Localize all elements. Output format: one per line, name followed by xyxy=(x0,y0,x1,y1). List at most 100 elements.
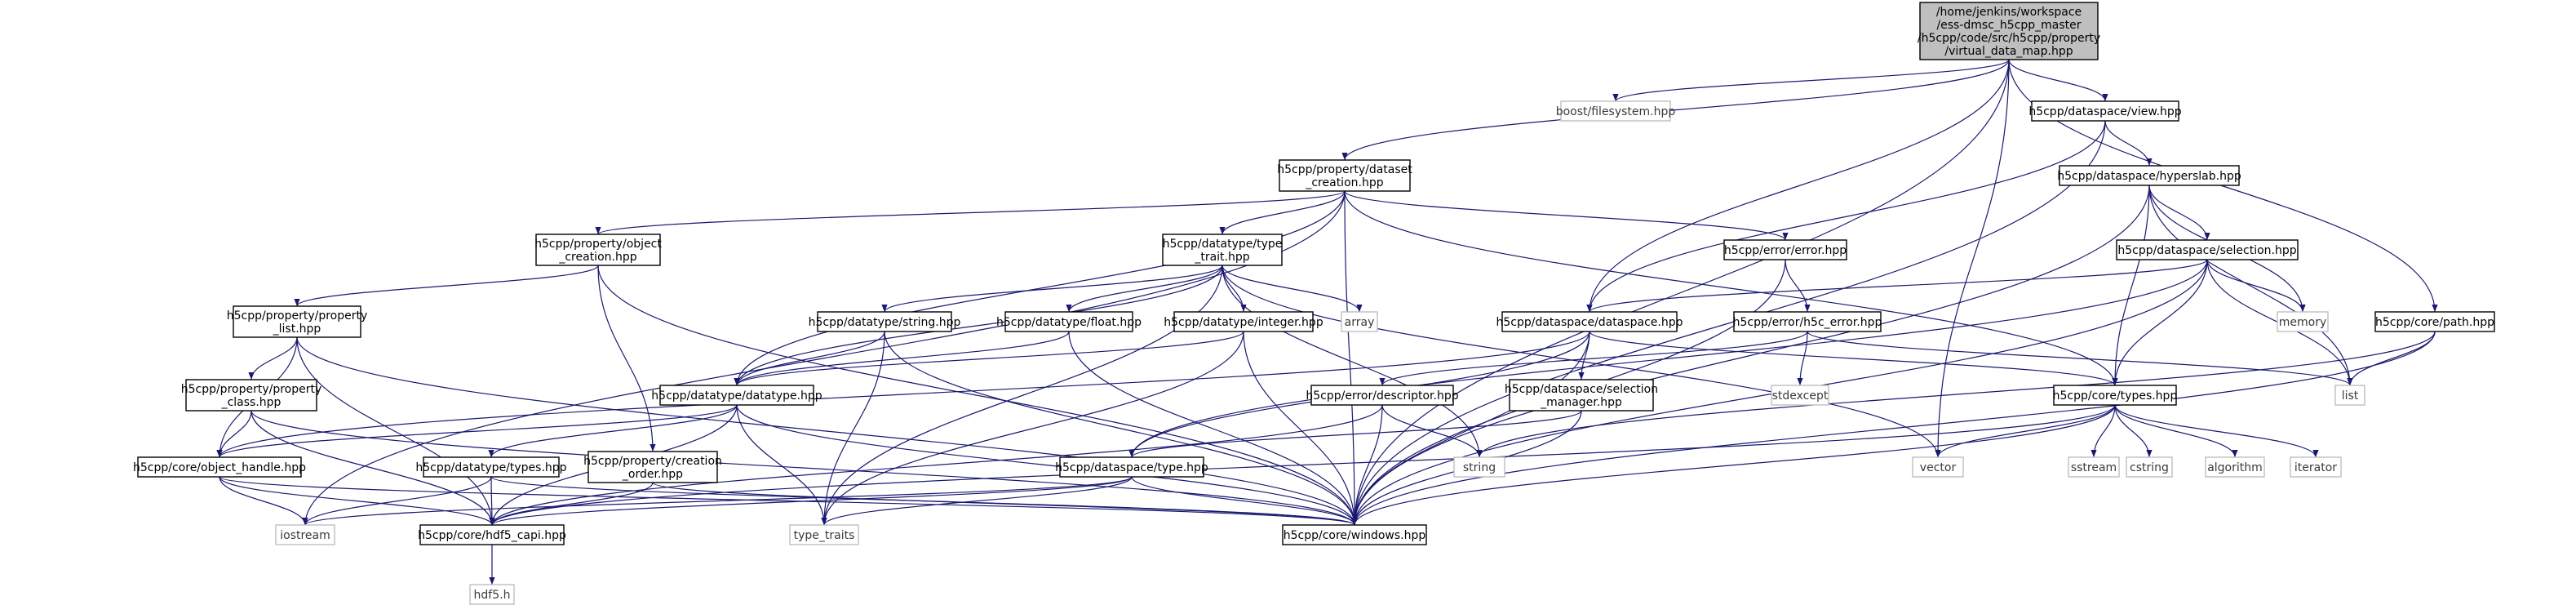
edge-property-class-to-hdf5-capi xyxy=(251,410,495,526)
edge-h5c-error-to-stdexcept xyxy=(1797,331,1808,386)
node-property-list[interactable]: h5cpp/property/property_list.hpp xyxy=(227,305,368,338)
node-hyperslab[interactable]: h5cpp/dataspace/hyperslab.hpp xyxy=(2057,165,2241,186)
node-dt-string[interactable]: h5cpp/datatype/string.hpp xyxy=(809,311,961,332)
node-dt-integer[interactable]: h5cpp/datatype/integer.hpp xyxy=(1164,311,1323,332)
node-label: _creation.hpp xyxy=(558,251,636,264)
node-label: h5cpp/dataspace/hyperslab.hpp xyxy=(2057,170,2241,183)
node-label: h5cpp/error/descriptor.hpp xyxy=(1306,389,1458,403)
edge-ds-type-to-hdf5-capi xyxy=(489,476,1133,526)
node-box xyxy=(1173,311,1314,332)
node-box xyxy=(2374,311,2495,332)
node-creation-order[interactable]: h5cpp/property/creation_order.hpp xyxy=(583,451,722,483)
edge-dt-types-to-iostream xyxy=(302,476,492,526)
node-box xyxy=(2334,385,2365,406)
node-label: h5cpp/property/object xyxy=(534,238,662,251)
node-box xyxy=(2031,100,2179,122)
node-dt-float[interactable]: h5cpp/datatype/float.hpp xyxy=(996,311,1142,332)
node-box xyxy=(1560,100,1671,122)
edge-dt-integer-to-core-windows xyxy=(1243,331,1358,526)
node-label: /virtual_data_map.hpp xyxy=(1944,45,2073,58)
edge-type-trait-to-vector xyxy=(1221,265,1941,458)
edge-err-descriptor-to-string xyxy=(1381,404,1483,458)
node-ds-view[interactable]: h5cpp/dataspace/view.hpp xyxy=(2028,100,2182,122)
node-hdf5-capi[interactable]: h5cpp/core/hdf5_capi.hpp xyxy=(418,524,566,545)
node-cstring: cstring xyxy=(2126,456,2173,478)
node-box xyxy=(233,305,361,338)
node-label: memory xyxy=(2279,316,2327,329)
node-box xyxy=(789,524,859,545)
node-box xyxy=(137,456,302,478)
edge-selection-to-dataspace-hpp xyxy=(1586,259,2208,313)
node-ds-type[interactable]: h5cpp/dataspace/type.hpp xyxy=(1055,456,1208,478)
edge-dataset-creation-to-object-creation xyxy=(595,190,1346,235)
edge-dt-string-to-dt-datatype xyxy=(734,331,885,386)
node-root[interactable]: /home/jenkins/workspace/ess-dmsc_h5cpp_m… xyxy=(1918,2,2100,60)
node-err-descriptor[interactable]: h5cpp/error/descriptor.hpp xyxy=(1306,385,1459,406)
node-label: h5cpp/core/path.hpp xyxy=(2375,316,2494,329)
node-core-path[interactable]: h5cpp/core/path.hpp xyxy=(2374,311,2495,332)
edge-core-types-to-vector xyxy=(1935,404,2116,458)
node-label: h5cpp/core/object_handle.hpp xyxy=(133,461,306,474)
node-list: list xyxy=(2334,385,2365,406)
edge-dataset-creation-to-core-windows xyxy=(1344,190,1358,526)
node-core-windows[interactable]: h5cpp/core/windows.hpp xyxy=(1282,524,1427,545)
node-box xyxy=(2059,165,2240,186)
node-dataset-creation[interactable]: h5cpp/property/dataset_creation.hpp xyxy=(1277,159,1412,192)
edge-core-types-to-hdf5-capi xyxy=(489,404,2116,526)
node-algorithm: algorithm xyxy=(2205,456,2265,478)
node-object-handle[interactable]: h5cpp/core/object_handle.hpp xyxy=(133,456,306,478)
edge-dt-float-to-core-windows xyxy=(1068,331,1358,526)
node-label: stdexcept xyxy=(1772,389,1829,403)
node-object-creation[interactable]: h5cpp/property/object_creation.hpp xyxy=(534,234,662,266)
node-box xyxy=(1059,456,1204,478)
edge-object-handle-to-core-windows xyxy=(219,476,1358,526)
edge-hyperslab-to-core-windows xyxy=(1351,185,2150,526)
node-sel-manager[interactable]: h5cpp/dataspace/selection_manager.hpp xyxy=(1505,379,1658,412)
edge-dt-datatype-to-type-traits xyxy=(736,404,827,526)
edge-object-handle-to-iostream xyxy=(219,476,308,526)
node-dataspace-hpp[interactable]: h5cpp/dataspace/dataspace.hpp xyxy=(1496,311,1683,332)
node-error-hpp[interactable]: h5cpp/error/error.hpp xyxy=(1723,239,1847,260)
node-label: h5cpp/core/windows.hpp xyxy=(1284,529,1426,542)
edge-type-trait-to-dt-string xyxy=(881,265,1223,313)
node-box xyxy=(2205,456,2265,478)
node-hdf5-h: hdf5.h xyxy=(469,584,515,605)
node-box xyxy=(2290,456,2342,478)
node-box xyxy=(1733,311,1882,332)
edge-dt-datatype-to-object-handle xyxy=(216,404,738,458)
edge-core-path-to-core-windows xyxy=(1351,331,2436,526)
node-label: /h5cpp/code/src/h5cpp/property xyxy=(1918,32,2100,45)
edge-err-descriptor-to-hdf5-capi xyxy=(489,404,1383,526)
node-dt-datatype[interactable]: h5cpp/datatype/datatype.hpp xyxy=(651,385,822,406)
node-label: h5cpp/dataspace/selection.hpp xyxy=(2117,244,2296,257)
node-box xyxy=(1282,524,1427,545)
node-label: h5cpp/error/error.hpp xyxy=(1724,244,1847,257)
edge-core-types-to-iterator xyxy=(2114,404,2319,458)
node-box xyxy=(1341,311,1378,332)
node-core-types[interactable]: h5cpp/core/types.hpp xyxy=(2053,385,2178,406)
node-h5c-error[interactable]: h5cpp/error/h5c_error.hpp xyxy=(1733,311,1882,332)
edge-dataset-creation-to-dt-datatype xyxy=(734,190,1346,386)
node-property-class[interactable]: h5cpp/property/property_class.hpp xyxy=(181,379,322,412)
node-label: h5cpp/dataspace/view.hpp xyxy=(2028,105,2181,118)
node-label: sstream xyxy=(2071,461,2117,474)
node-box xyxy=(419,524,565,545)
node-label: h5cpp/datatype/float.hpp xyxy=(996,316,1142,329)
node-type-trait[interactable]: h5cpp/datatype/type_trait.hpp xyxy=(1162,234,1283,266)
node-box xyxy=(1919,2,2099,60)
node-dt-types[interactable]: h5cpp/datatype/types.hpp xyxy=(415,456,567,478)
node-label: iterator xyxy=(2294,461,2337,474)
node-box xyxy=(2126,456,2173,478)
node-label: h5cpp/error/h5c_error.hpp xyxy=(1733,316,1882,329)
edge-sel-manager-to-ds-type xyxy=(1128,410,1582,458)
node-selection[interactable]: h5cpp/dataspace/selection.hpp xyxy=(2116,239,2299,260)
node-label: _class.hpp xyxy=(221,396,282,409)
edge-creation-order-to-core-windows xyxy=(652,482,1358,526)
edge-selection-to-core-types xyxy=(2112,259,2208,386)
node-box xyxy=(469,584,515,605)
node-label: h5cpp/datatype/types.hpp xyxy=(415,461,566,474)
edge-property-list-to-core-windows xyxy=(296,336,1358,526)
node-box xyxy=(1501,311,1678,332)
edge-type-trait-to-dt-datatype xyxy=(734,265,1223,386)
